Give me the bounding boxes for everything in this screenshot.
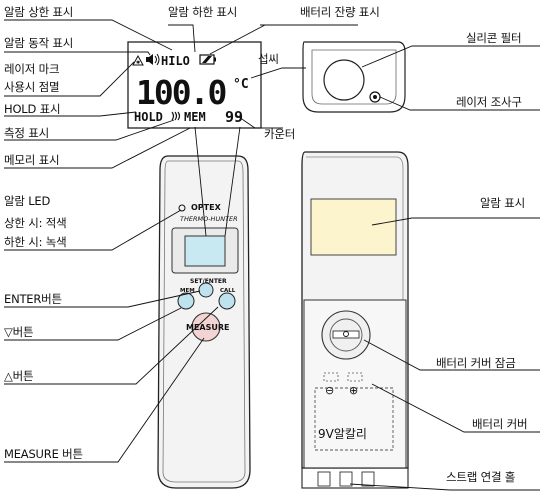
lcd-unit: °C bbox=[233, 77, 249, 92]
call-button bbox=[218, 292, 236, 310]
label-counter: 카운터 bbox=[264, 127, 296, 141]
label-measure: 측정 표시 bbox=[4, 126, 49, 140]
label-alarm-action: 알람 동작 표시 bbox=[4, 36, 74, 50]
label-strap-hole: 스트랩 연결 홀 bbox=[446, 470, 516, 484]
label-enter-button: ENTER버튼 bbox=[4, 292, 62, 306]
label-alarm-upper: 알람 상한 표시 bbox=[4, 5, 74, 19]
lcd-hold: HOLD bbox=[134, 110, 163, 124]
silicone-filter bbox=[323, 59, 365, 101]
label-battery-cover: 배터리 커버 bbox=[472, 417, 528, 431]
device-back: ⊖ ⊕ 9V알칼리 bbox=[301, 41, 409, 489]
set-enter-text: SET/ENTER bbox=[190, 278, 227, 285]
measure-text: MEASURE bbox=[186, 323, 230, 332]
lcd-counter: 99 bbox=[225, 108, 243, 126]
svg-text:✱: ✱ bbox=[136, 60, 141, 66]
battery-type: 9V알칼리 bbox=[318, 427, 367, 441]
label-down-button: ▽버튼 bbox=[4, 325, 34, 339]
lcd-enlarged: ✱ HILO 100.0 °C HOLD MEM 99 bbox=[127, 41, 262, 129]
battery-minus: ⊖ bbox=[325, 384, 334, 397]
label-alarm-led: 알람 LED bbox=[4, 194, 51, 208]
label-up-button: △버튼 bbox=[4, 369, 34, 383]
label-alarm-led-upper: 상한 시: 적색 bbox=[4, 216, 67, 230]
battery-plus: ⊕ bbox=[349, 384, 358, 397]
alarm-speaker-icon bbox=[146, 53, 160, 66]
laser-mark-icon bbox=[132, 54, 144, 66]
measure-button bbox=[191, 312, 221, 342]
label-alarm-display: 알람 표시 bbox=[480, 196, 525, 210]
front-lcd bbox=[184, 235, 226, 267]
lcd-reading: 100.0 bbox=[136, 73, 225, 112]
enter-button bbox=[198, 282, 214, 298]
label-alarm-led-lower: 하한 시: 녹색 bbox=[4, 235, 67, 249]
label-silicone-filter: 실리콘 필터 bbox=[466, 31, 522, 45]
label-laser-mark-2: 사용시 점멸 bbox=[4, 80, 60, 94]
battery-icon bbox=[199, 54, 216, 65]
device-front: OPTEX THERMO-HUNTER SET/ENTER MEM CALL M… bbox=[157, 155, 251, 489]
label-memory: 메모리 표시 bbox=[4, 153, 60, 167]
back-alarm-display bbox=[310, 198, 397, 256]
label-laser-emitter: 레이저 조사구 bbox=[456, 95, 522, 109]
label-alarm-lower: 알람 하한 표시 bbox=[168, 5, 238, 19]
label-measure-button: MEASURE 버튼 bbox=[4, 447, 83, 461]
label-hold: HOLD 표시 bbox=[4, 102, 61, 116]
label-celsius: 섭씨 bbox=[258, 52, 279, 66]
measure-waves-icon bbox=[171, 111, 181, 121]
label-battery-cover-lock: 배터리 커버 잠금 bbox=[436, 356, 516, 370]
lcd-hilo: HILO bbox=[161, 54, 190, 68]
lcd-mem: MEM bbox=[184, 110, 206, 124]
call-text: CALL bbox=[220, 288, 236, 294]
brand-text: OPTEX bbox=[191, 203, 222, 212]
mem-text: MEM bbox=[180, 288, 195, 294]
mem-button bbox=[177, 292, 195, 310]
label-battery-remaining: 배터리 잔량 표시 bbox=[300, 5, 380, 19]
leader-lines bbox=[4, 19, 540, 491]
alarm-led bbox=[178, 204, 186, 212]
model-text: THERMO-HUNTER bbox=[180, 215, 238, 223]
label-laser-mark-1: 레이저 마크 bbox=[4, 62, 60, 76]
strap-hole bbox=[317, 471, 331, 487]
